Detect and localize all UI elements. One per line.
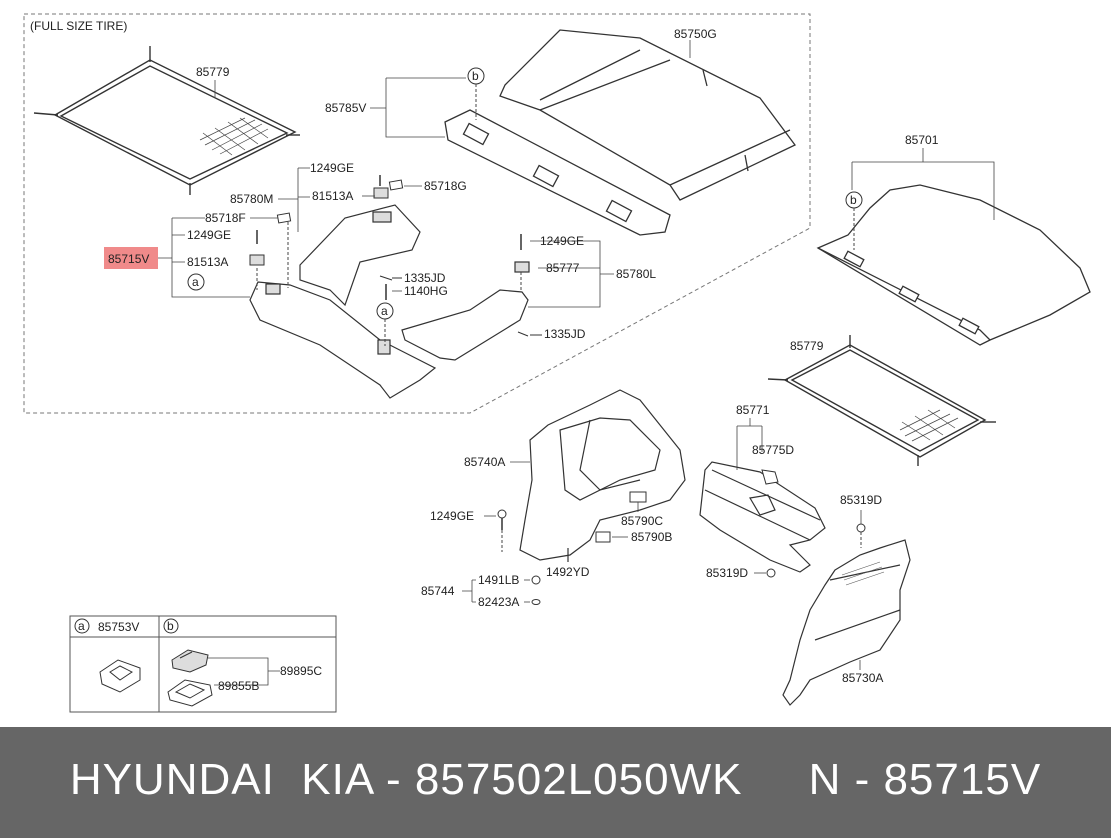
label-85740A: 85740A [464,455,505,469]
label-85715V-highlight [104,247,158,269]
legend-b-upper-part-drawing [171,649,209,673]
legend-table: a 85753V b 89895C 89855B [69,615,337,713]
callout-b-2-letter: b [850,193,857,207]
label-85775D: 85775D [752,443,794,457]
label-85785V: 85785V [325,101,366,115]
label-85780L: 85780L [616,267,656,281]
label-85701: 85701 [905,133,939,147]
legend-a-letter: a [78,619,85,633]
legend-a-part: 85753V [98,620,139,634]
label-1335JD-2: 1335JD [544,327,586,341]
cargo-net-right [767,335,996,466]
luggage-board-85750G [499,29,796,201]
label-82423A: 82423A [478,595,519,609]
label-1249GE-1: 1249GE [310,161,354,175]
label-1491LB: 1491LB [478,573,519,587]
label-1335JD-1: 1335JD [404,271,446,285]
tray-85715V [249,281,437,399]
label-1249GE-4: 1249GE [430,509,474,523]
footer-bar: HYUNDAI KIA - 857502L050WK N - 85715V [0,727,1111,838]
legend-a-clip-drawing [99,659,141,693]
label-1249GE-2: 1249GE [187,228,231,242]
legend-b-part-89895C: 89895C [280,664,322,678]
side-trim-85740A [519,389,686,561]
label-1249GE-3: 1249GE [540,234,584,248]
label-85730A: 85730A [842,671,883,685]
full-size-tire-region [23,13,811,414]
callout-a-1-letter: a [192,275,199,289]
legend-b-part-89855B: 89855B [218,679,259,693]
label-85718G: 85718G [424,179,467,193]
label-85779-top: 85779 [196,65,230,79]
rear-trim-85771 [699,461,826,573]
label-85790B: 85790B [631,530,672,544]
label-85777: 85777 [546,261,580,275]
label-85780M: 85780M [230,192,273,206]
legend-b-lower-part-drawing [167,679,213,707]
label-85715V: 85715V [108,252,149,266]
luggage-board-85701 [816,184,1091,346]
label-1140HG: 1140HG [404,284,448,298]
tray-85780L [401,261,530,361]
callout-a-2-letter: a [381,304,388,318]
callout-b-1-letter: b [472,69,479,83]
label-85750G: 85750G [674,27,717,41]
label-85744: 85744 [421,584,455,598]
parts-diagram: (FULL SIZE TIRE) 85779 85750G b 85785V [23,13,1091,713]
legend-b-letter: b [167,619,174,633]
legend-b-circle [163,618,179,634]
legend-a-circle [74,618,90,634]
tray-85780M [299,204,421,307]
part-number-caption: HYUNDAI KIA - 857502L050WK N - 85715V [69,755,1042,804]
cargo-net-top [33,46,300,195]
callout-a-1 [187,273,205,291]
region-header-label: (FULL SIZE TIRE) [30,19,127,33]
label-1492YD: 1492YD [546,565,590,579]
label-85319D-1: 85319D [840,493,882,507]
label-81513A-2: 81513A [187,255,228,269]
label-85319D-2: 85319D [706,566,748,580]
label-85779-right: 85779 [790,339,824,353]
label-81513A-1: 81513A [312,189,353,203]
label-85771: 85771 [736,403,770,417]
label-85790C: 85790C [621,514,663,528]
luggage-board-85785V [444,109,671,236]
label-85718F: 85718F [205,211,246,225]
